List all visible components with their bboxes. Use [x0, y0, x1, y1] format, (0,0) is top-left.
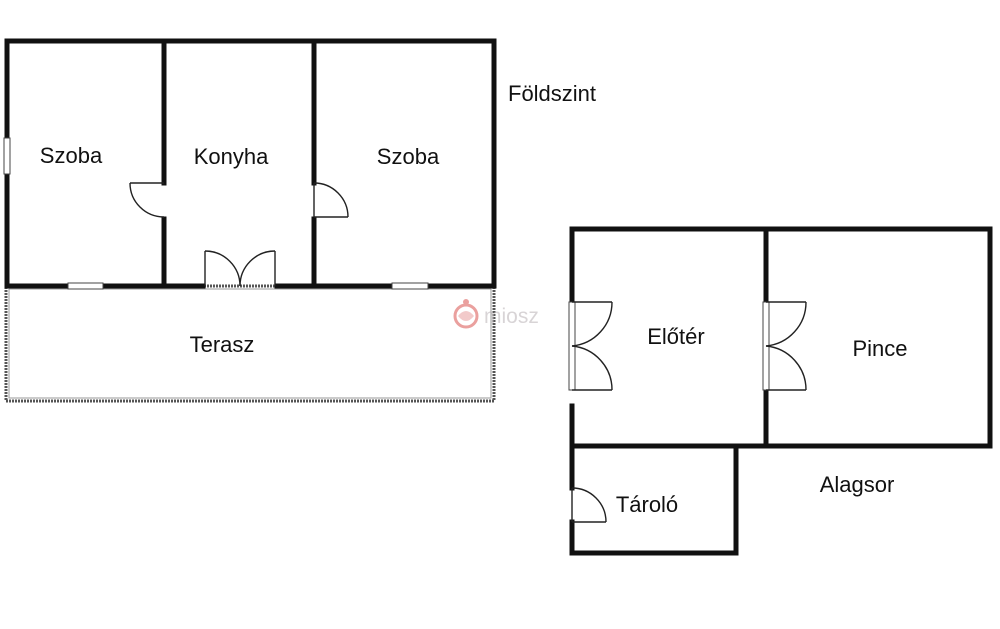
label-room-right: Szoba [377, 144, 440, 169]
storage-wall-2 [569, 443, 739, 556]
window-front-left [67, 282, 104, 290]
label-terrace: Terasz [190, 332, 255, 357]
label-storage: Tároló [616, 492, 678, 517]
watermark-logo-icon [453, 299, 479, 329]
terrace-outline [4, 284, 496, 403]
watermark: miosz [453, 299, 539, 329]
door-left-room [129, 182, 165, 218]
label-hall: Előtér [647, 324, 704, 349]
label-ground-floor: Földszint [508, 81, 596, 106]
ground-floor-plan: Szoba Konyha Szoba Terasz Földszint [3, 38, 596, 403]
label-basement: Alagsor [820, 472, 895, 497]
door-hall-entrance [568, 301, 613, 391]
window-front-right [391, 282, 429, 290]
door-storage [571, 487, 607, 523]
label-cellar: Pince [852, 336, 907, 361]
label-room-left: Szoba [40, 143, 103, 168]
basement-outer-wall [569, 226, 993, 449]
door-right-room [313, 182, 349, 218]
terrace-inner-line [8, 288, 492, 399]
door-kitchen-double [204, 250, 276, 287]
window-left-wall [3, 137, 11, 175]
label-kitchen: Konyha [194, 144, 269, 169]
door-cellar [762, 301, 807, 391]
watermark-text: miosz [484, 305, 539, 328]
basement-plan: Előtér Pince Tároló Alagsor [568, 226, 993, 556]
